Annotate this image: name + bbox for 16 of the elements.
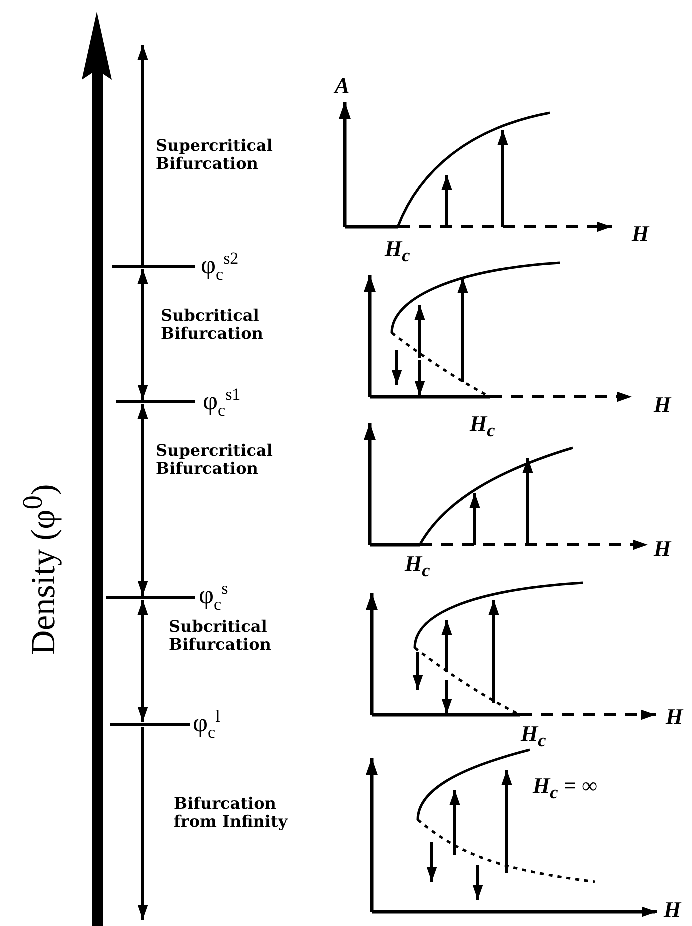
region-label: Supercritical Bifurcation	[156, 137, 274, 172]
region-label: Subcritical Bifurcation	[161, 307, 264, 342]
region-label: Supercritical Bifurcation	[156, 442, 274, 478]
axis-label: H	[664, 898, 682, 922]
axis-label: H	[654, 537, 672, 562]
axis-label: H	[666, 705, 684, 730]
region-label: Subcritical Bifurcation	[169, 618, 272, 654]
critical-field-label: H$_{c}$	[385, 237, 410, 266]
axis-label: A	[335, 74, 350, 98]
critical-field-label: H$_{c}$	[521, 722, 546, 751]
critical-field-label: H$_{c}$ = ∞	[533, 774, 598, 803]
axis-label: H	[632, 222, 650, 246]
critical-field-label: H$_{c}$	[405, 552, 430, 581]
region-label: Bifurcation from Infinity	[174, 795, 289, 830]
axis-label: H	[654, 393, 672, 418]
critical-field-label: H$_{c}$	[470, 412, 496, 441]
